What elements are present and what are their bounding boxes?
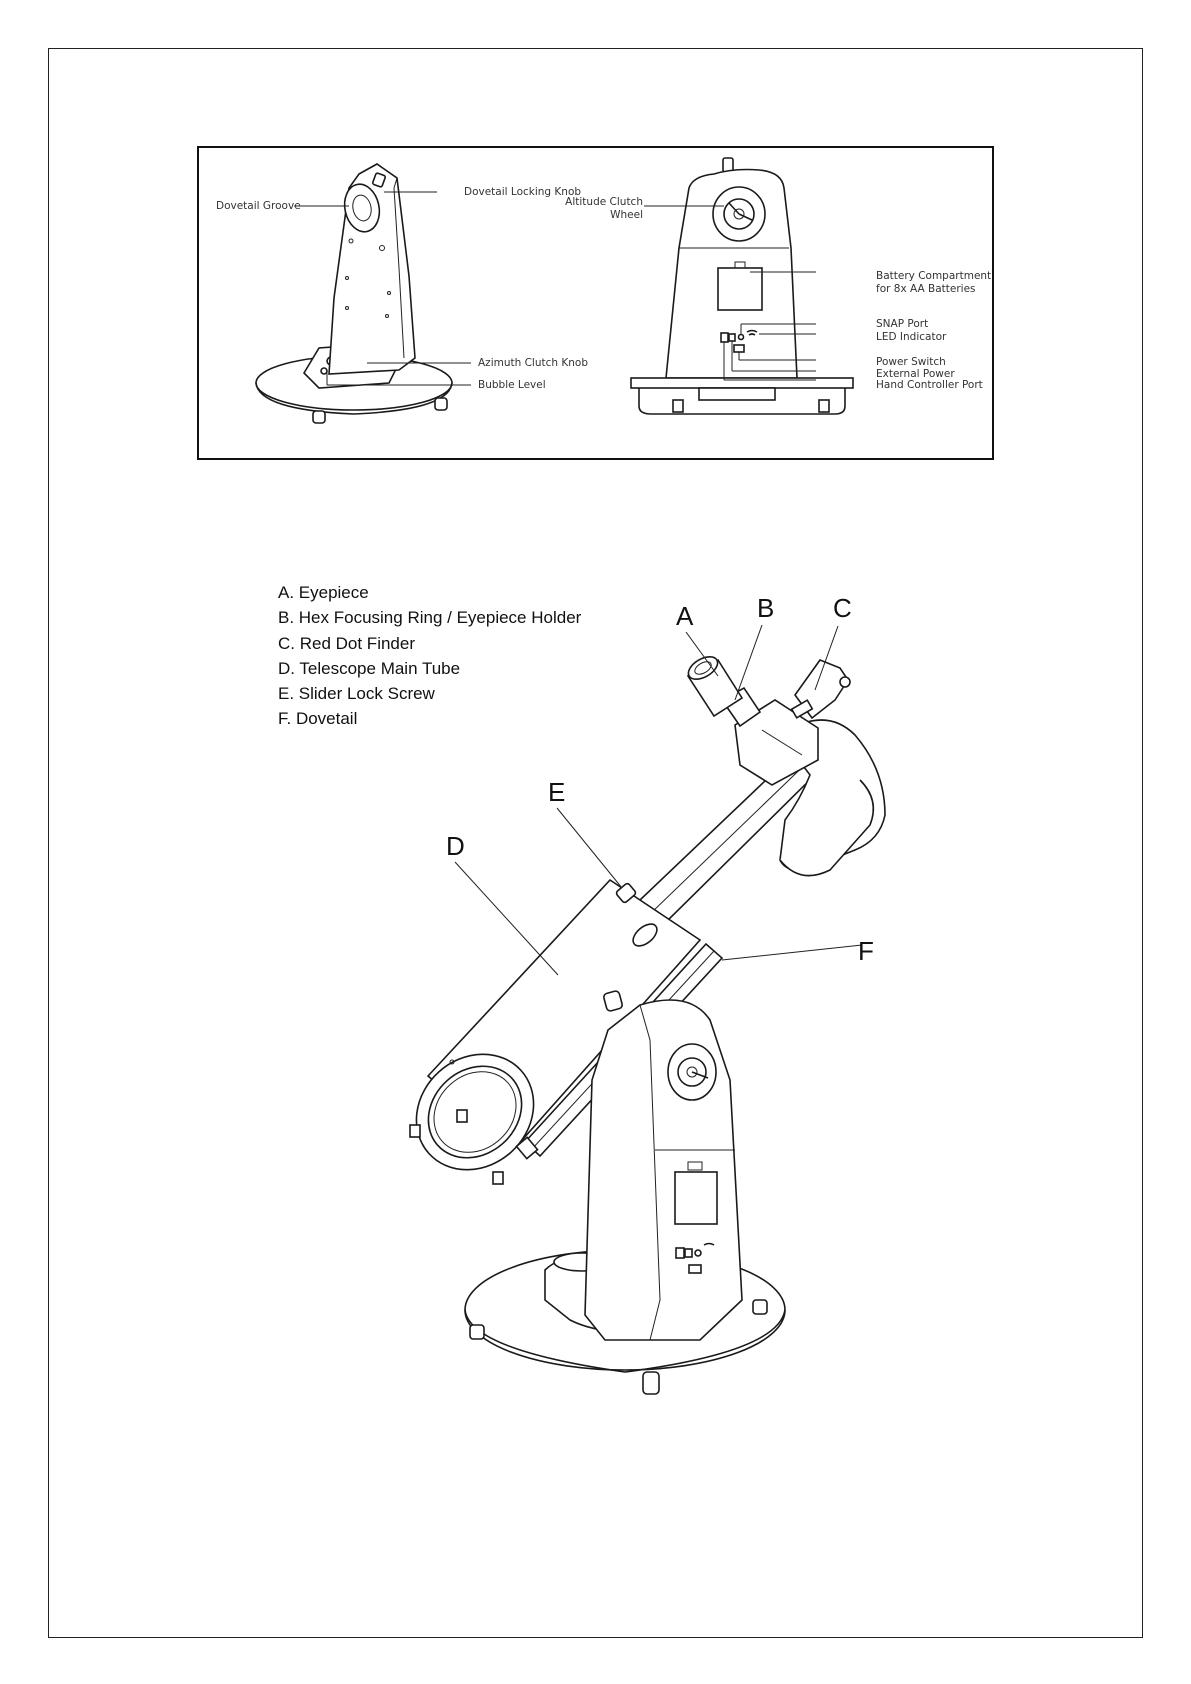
label-snap-port: SNAP Port <box>876 318 928 330</box>
mount-arm-edge <box>393 177 405 359</box>
label-altitude-clutch-line1: Altitude Clutch <box>565 196 643 208</box>
mount-hole <box>387 291 391 295</box>
label-battery-compartment-line2: for 8x AA Batteries <box>876 283 976 295</box>
mount-foot-right-back <box>818 399 830 413</box>
tube-strut-edge <box>649 751 819 915</box>
mount-diagram: Dovetail Groove Dovetail Locking Knob Az… <box>216 157 991 424</box>
mount-hole <box>379 245 385 251</box>
mount-hole <box>345 276 349 280</box>
mount-arm <box>584 999 743 1341</box>
label-dovetail-groove: Dovetail Groove <box>216 200 301 212</box>
secondary-cage-lip <box>779 779 875 877</box>
battery-latch <box>734 261 746 269</box>
main-tube-aperture <box>427 1065 523 1159</box>
focuser-line <box>761 729 803 756</box>
callout-line-d <box>454 861 559 976</box>
callout-line-f <box>721 944 863 961</box>
mount-foot-left-back <box>672 399 684 413</box>
led-indicator-wave <box>748 333 756 336</box>
callout-letter-a: A <box>676 601 694 631</box>
tube-screw <box>456 1109 468 1123</box>
port-external-power-main <box>684 1248 693 1258</box>
mount-diagram-panel: Dovetail Groove Dovetail Locking Knob Az… <box>197 146 994 460</box>
label-altitude-clutch-line2: Wheel <box>610 209 643 221</box>
upper-tube-assembly <box>638 656 886 930</box>
legend-item-hex-focusing-ring: B. Hex Focusing Ring / Eyepiece Holder <box>278 608 582 628</box>
callouts <box>454 624 863 976</box>
mount-back-view: Altitude Clutch Wheel Battery Compartmen… <box>565 157 991 415</box>
led-indicator-wave <box>746 329 758 333</box>
label-external-power: External Power <box>876 368 955 380</box>
mount-platform-center <box>698 387 776 401</box>
main-tube-aperture-inner <box>433 1071 517 1153</box>
mount-platform-base <box>638 388 846 415</box>
mount-foot-right <box>434 397 448 411</box>
power-switch-main <box>688 1264 702 1274</box>
callout-letter-e: E <box>548 777 565 807</box>
label-hand-controller-port: Hand Controller Port <box>876 379 983 391</box>
finder-base <box>790 699 814 719</box>
callout-line-e <box>556 807 623 889</box>
parts-legend: A. Eyepiece B. Hex Focusing Ring / Eyepi… <box>278 580 581 732</box>
mount-foot-left <box>312 410 326 424</box>
dovetail-groove-inner <box>352 194 372 222</box>
label-led-indicator: LED Indicator <box>876 331 947 343</box>
snap-port-shape <box>737 333 745 341</box>
label-power-switch: Power Switch <box>876 356 946 368</box>
battery-latch-main <box>687 1161 703 1171</box>
altitude-wheel-spoke <box>738 213 753 221</box>
page-frame <box>48 48 1143 1638</box>
dovetail-locking-knob-shape <box>372 172 386 188</box>
altitude-wheel-spoke <box>728 202 740 215</box>
battery-compartment-main <box>674 1171 718 1225</box>
port-hand-controller-main <box>675 1247 685 1259</box>
bubble-level-shape <box>320 367 328 375</box>
label-dovetail-locking-knob: Dovetail Locking Knob <box>464 186 581 198</box>
led-indicator-main <box>703 1242 715 1246</box>
label-azimuth-clutch-knob: Azimuth Clutch Knob <box>478 357 588 369</box>
tube-hole <box>449 1059 455 1065</box>
legend-item-slider-lock-screw: E. Slider Lock Screw <box>278 684 435 704</box>
altitude-wheel-main-inner <box>677 1057 707 1087</box>
altitude-wheel-inner <box>723 198 755 230</box>
mount-side-view: Dovetail Groove Dovetail Locking Knob Az… <box>216 163 588 424</box>
base-foot-front <box>642 1371 660 1395</box>
callout-line-c <box>814 625 839 691</box>
legend-item-dovetail: F. Dovetail <box>278 709 358 729</box>
callout-line-b <box>734 624 763 701</box>
callout-letter-b: B <box>757 593 774 623</box>
mount-hole <box>348 238 354 244</box>
legend-item-eyepiece: A. Eyepiece <box>278 583 369 602</box>
focuser-body <box>734 699 819 786</box>
altitude-wheel-main-spoke <box>691 1071 709 1079</box>
eyepiece-lens-inner <box>694 661 712 675</box>
mount-hole <box>345 306 349 310</box>
callout-letter-c: C <box>833 593 852 623</box>
port-snap-main <box>694 1249 702 1257</box>
mount-hole <box>385 314 389 318</box>
callout-line-a <box>685 631 719 677</box>
label-bubble-level: Bubble Level <box>478 379 546 391</box>
battery-compartment-shape <box>717 267 763 311</box>
red-dot-finder-knob <box>839 676 851 688</box>
mount-assembly <box>464 990 786 1395</box>
mount-arm-edge-main <box>639 1004 661 1341</box>
base-foot-right <box>752 1299 768 1315</box>
legend-item-red-dot-finder: C. Red Dot Finder <box>278 633 415 653</box>
dovetail-groove-disc <box>343 183 381 233</box>
tube-screw <box>409 1124 421 1138</box>
dovetail-knob-main <box>603 990 623 1012</box>
callout-letter-f: F <box>858 936 874 966</box>
label-battery-compartment-line1: Battery Compartment <box>876 270 991 282</box>
base-foot-left <box>469 1324 485 1340</box>
tube-clamp-collar <box>632 923 658 947</box>
dovetail-end-block <box>515 1136 539 1160</box>
legend-item-main-tube: D. Telescope Main Tube <box>278 658 461 678</box>
tube-screw <box>492 1171 504 1185</box>
callout-letter-d: D <box>446 831 465 861</box>
